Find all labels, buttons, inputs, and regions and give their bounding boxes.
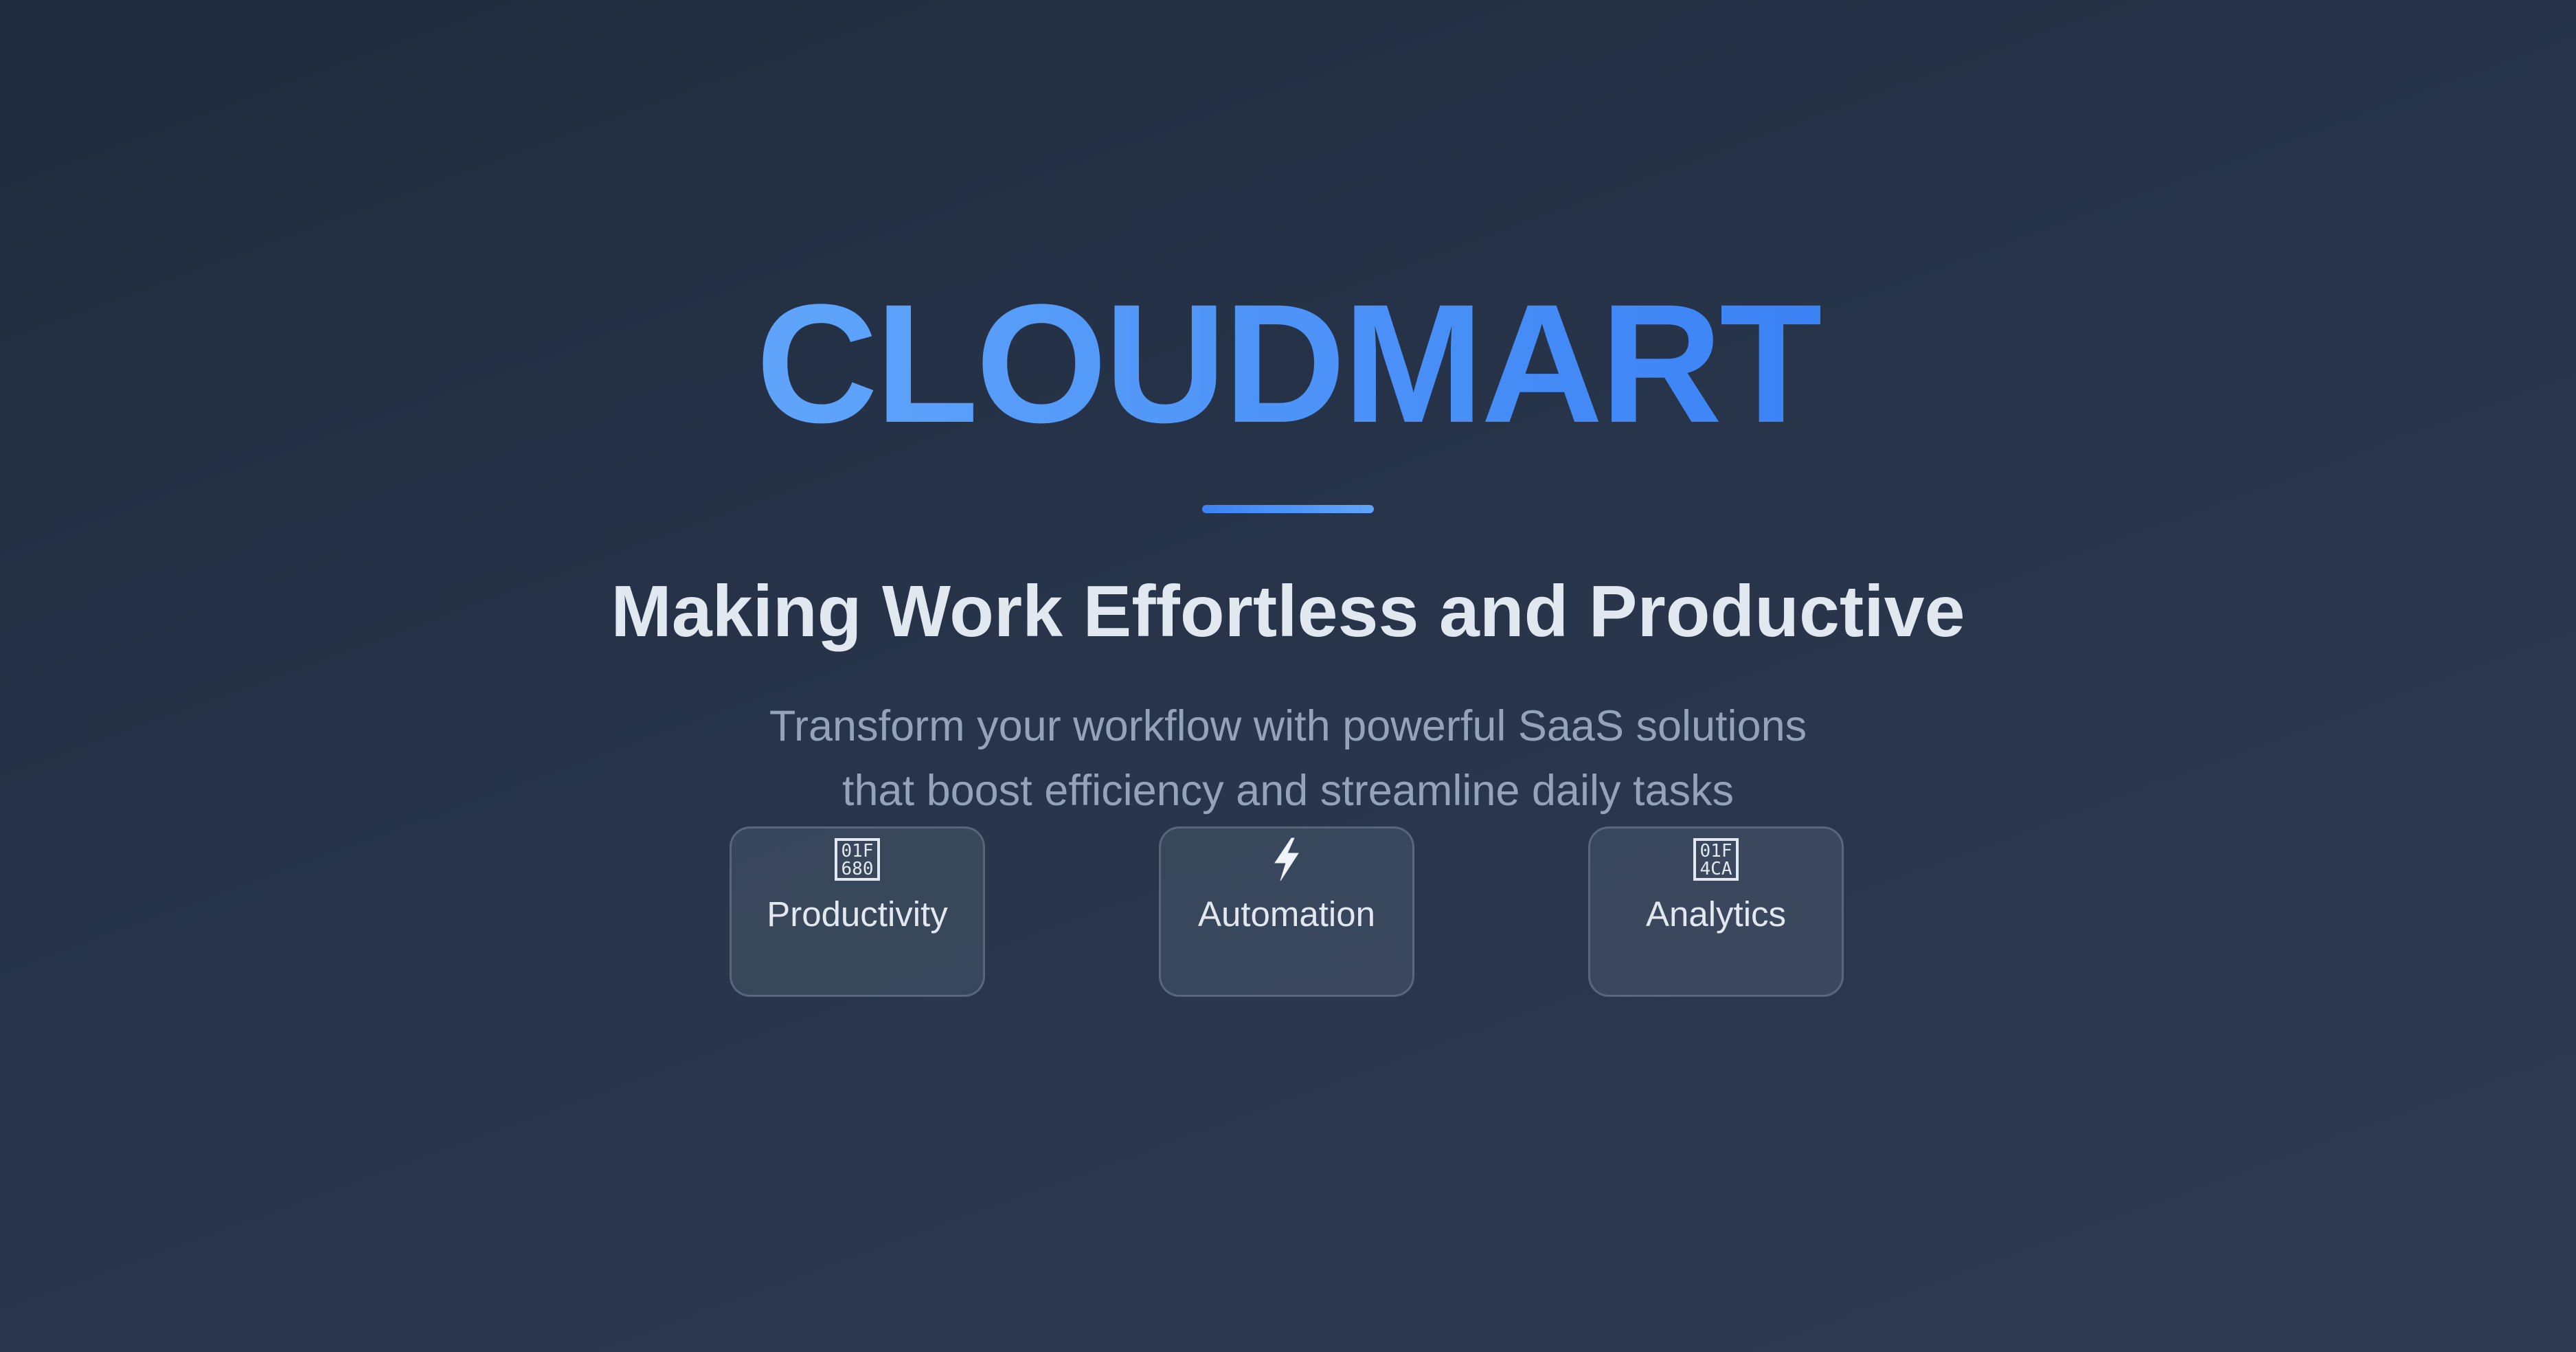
- bar-chart-icon-glyph: 01F 4CA: [1693, 838, 1739, 881]
- bar-chart-icon-code-top: 01F: [1699, 841, 1732, 861]
- feature-card-productivity: 01F 680 Productivity: [730, 826, 985, 997]
- hero-description: Transform your workflow with powerful Sa…: [687, 694, 1889, 823]
- rocket-icon-glyph: 01F 680: [835, 838, 880, 881]
- feature-card-label: Automation: [1198, 894, 1375, 934]
- feature-card-automation: Automation: [1159, 826, 1414, 997]
- rocket-icon-code-bottom: 680: [841, 859, 874, 879]
- rocket-icon-code-top: 01F: [841, 841, 874, 861]
- hero-description-line-1: Transform your workflow with powerful Sa…: [769, 702, 1807, 750]
- rocket-icon: 01F 680: [732, 835, 983, 883]
- hero-description-line-2: that boost efficiency and streamline dai…: [841, 767, 1735, 815]
- brand-title: CLOUDMART: [0, 271, 2576, 457]
- hero-headline: Making Work Effortless and Productive: [611, 571, 1965, 652]
- feature-cards: 01F 680 Productivity Automation 01F 4CA: [0, 826, 2576, 998]
- title-divider: [1202, 505, 1374, 513]
- lightning-bolt-icon: [1161, 835, 1412, 883]
- bar-chart-icon: 01F 4CA: [1590, 835, 1842, 883]
- bar-chart-icon-code-bottom: 4CA: [1699, 859, 1732, 879]
- lightning-bolt-icon-svg: [1274, 837, 1299, 881]
- brand-title-text: CLOUDMART: [756, 269, 1822, 458]
- feature-card-label: Productivity: [767, 894, 948, 934]
- feature-card-analytics: 01F 4CA Analytics: [1588, 826, 1844, 997]
- feature-card-label: Analytics: [1645, 894, 1787, 934]
